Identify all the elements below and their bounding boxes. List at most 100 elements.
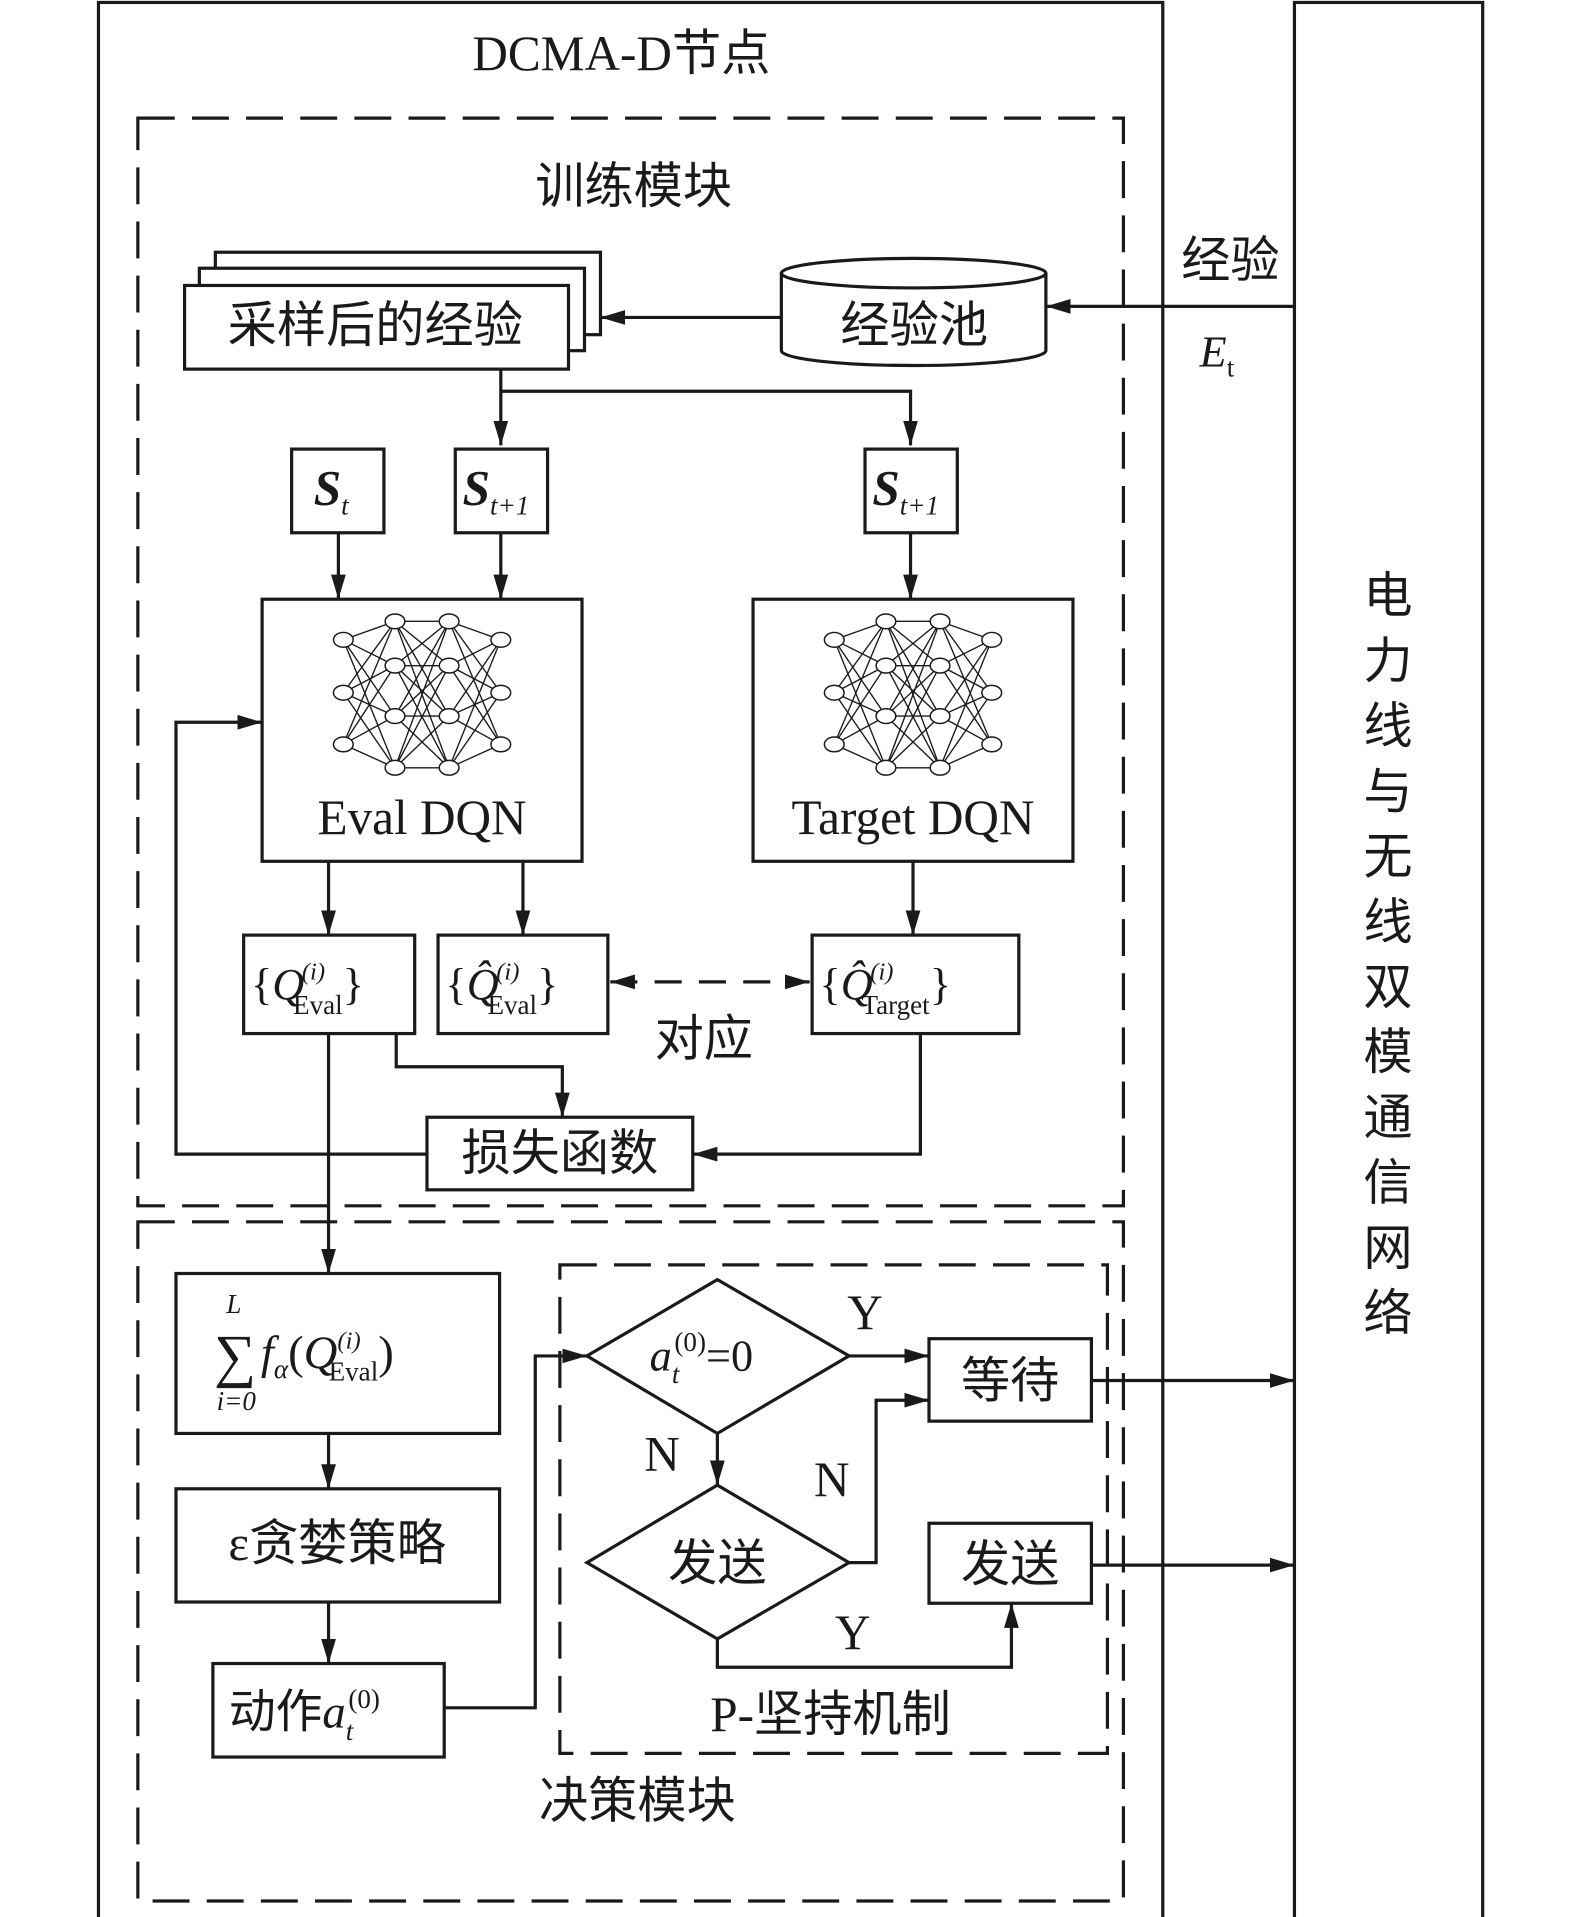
sampled-experience-box (182, 283, 571, 371)
training-module-title: 训练模块 (535, 159, 732, 214)
node-title: DCMA-D节点 (472, 26, 770, 81)
network-label-char: 通 (1363, 1090, 1412, 1145)
nn-node (823, 736, 845, 753)
nn-node (823, 631, 845, 648)
wait-label: 等待 (961, 1354, 1059, 1409)
nn-edge (342, 665, 396, 745)
nn-edge (939, 621, 993, 745)
target-dqn-label: Target DQN (792, 790, 1035, 845)
nn-edge (939, 639, 993, 717)
correspond-label: 对应 (655, 1012, 753, 1067)
network-label-char: 线 (1363, 895, 1412, 950)
state-t1-label: St+1 (463, 460, 530, 520)
network-label-char: 线 (1363, 699, 1412, 754)
nn-edge (394, 621, 450, 769)
network-label-char: 网 (1363, 1221, 1412, 1276)
nn-edge (342, 639, 396, 717)
state-t-label: St (314, 460, 350, 520)
nn-node (981, 736, 1003, 753)
nn-node (332, 736, 354, 753)
nn-node (490, 684, 512, 701)
decision-module-box (136, 1220, 1126, 1903)
yes-label: Y (847, 1285, 883, 1340)
state-t-box (290, 447, 386, 535)
action-box (211, 1661, 446, 1759)
network-label-char: 电 (1363, 569, 1412, 624)
nn-node (875, 613, 897, 630)
nn-node (929, 759, 951, 776)
sum-lower: i=0 (217, 1386, 257, 1416)
nn-node (384, 707, 406, 725)
nn-node (929, 657, 951, 674)
nn-edge (448, 621, 502, 745)
nn-node (875, 707, 897, 725)
nn-edge (448, 692, 502, 769)
eval-dqn-label: Eval DQN (318, 790, 527, 845)
action-label: 动作at(0) (229, 1684, 380, 1746)
q-hat-eval-box (436, 933, 610, 1036)
nn-edge (342, 621, 396, 745)
neural-network-icon (332, 613, 512, 776)
experience-in-label: 经验 (1181, 233, 1279, 288)
nn-node (875, 657, 897, 674)
epsilon-greedy-box (174, 1487, 502, 1604)
decision-module-title: 决策模块 (539, 1773, 736, 1828)
nn-edge (885, 665, 941, 769)
nn-edge (939, 620, 993, 694)
experience-pool-cylinder (779, 256, 1048, 368)
nn-node (929, 613, 951, 630)
nn-node (332, 684, 354, 701)
no-label: N (644, 1426, 680, 1481)
q-eval-to-loss-arrow (394, 1033, 570, 1118)
target-state-t1-label: St+1 (872, 460, 939, 520)
network-label-char: 模 (1363, 1025, 1412, 1080)
training-module-box (136, 116, 1126, 1208)
q-eval-box (242, 933, 417, 1036)
nn-edge (448, 639, 502, 717)
sum-expression: fα(Q(i)Eval) (261, 1327, 394, 1386)
nn-edge (885, 621, 941, 769)
p-persist-box (558, 1263, 1110, 1755)
target-state-t1-box (863, 447, 959, 535)
nn-edge (885, 715, 941, 769)
nn-node (929, 707, 951, 725)
nn-edge (394, 620, 450, 667)
sum-symbol-icon: ∑ (214, 1323, 256, 1389)
nn-node (384, 613, 406, 630)
nn-node (490, 631, 512, 648)
nn-edge (394, 665, 450, 769)
nn-node (981, 631, 1003, 648)
nn-edge (939, 692, 993, 769)
nn-edge (394, 665, 450, 717)
network-label-char: 与 (1363, 764, 1412, 819)
nn-edge (833, 621, 887, 745)
nn-edge (448, 639, 502, 769)
nn-node (438, 707, 460, 725)
network-label-char: 力 (1363, 634, 1412, 689)
nn-node (823, 684, 845, 701)
experience-pool-label: 经验池 (840, 298, 988, 353)
target-to-loss-arrow (692, 1033, 922, 1162)
nn-edge (394, 621, 450, 717)
sample-to-target-st1-arrow (500, 389, 918, 446)
yes-label: Y (835, 1605, 871, 1660)
nn-edge (342, 620, 396, 694)
state-t1-box (453, 447, 550, 535)
nn-node (384, 759, 406, 776)
nn-node (332, 631, 354, 648)
experience-symbol: Et (1199, 328, 1235, 383)
nn-node (438, 613, 460, 630)
nn-edge (885, 665, 941, 717)
sampled-experience-label: 采样后的经验 (228, 298, 523, 353)
p-persist-title: P-坚持机制 (710, 1687, 951, 1742)
nn-edge (448, 620, 502, 694)
nn-node (875, 759, 897, 776)
network-label-char: 络 (1363, 1286, 1412, 1341)
epsilon-greedy-label: ε贪婪策略 (228, 1516, 445, 1571)
send-decision-label: 发送 (668, 1536, 766, 1591)
sum-function-box (174, 1271, 502, 1436)
sum-upper: L (225, 1289, 241, 1319)
q-hat-target-box (810, 933, 1021, 1036)
send-label: 发送 (961, 1537, 1059, 1592)
